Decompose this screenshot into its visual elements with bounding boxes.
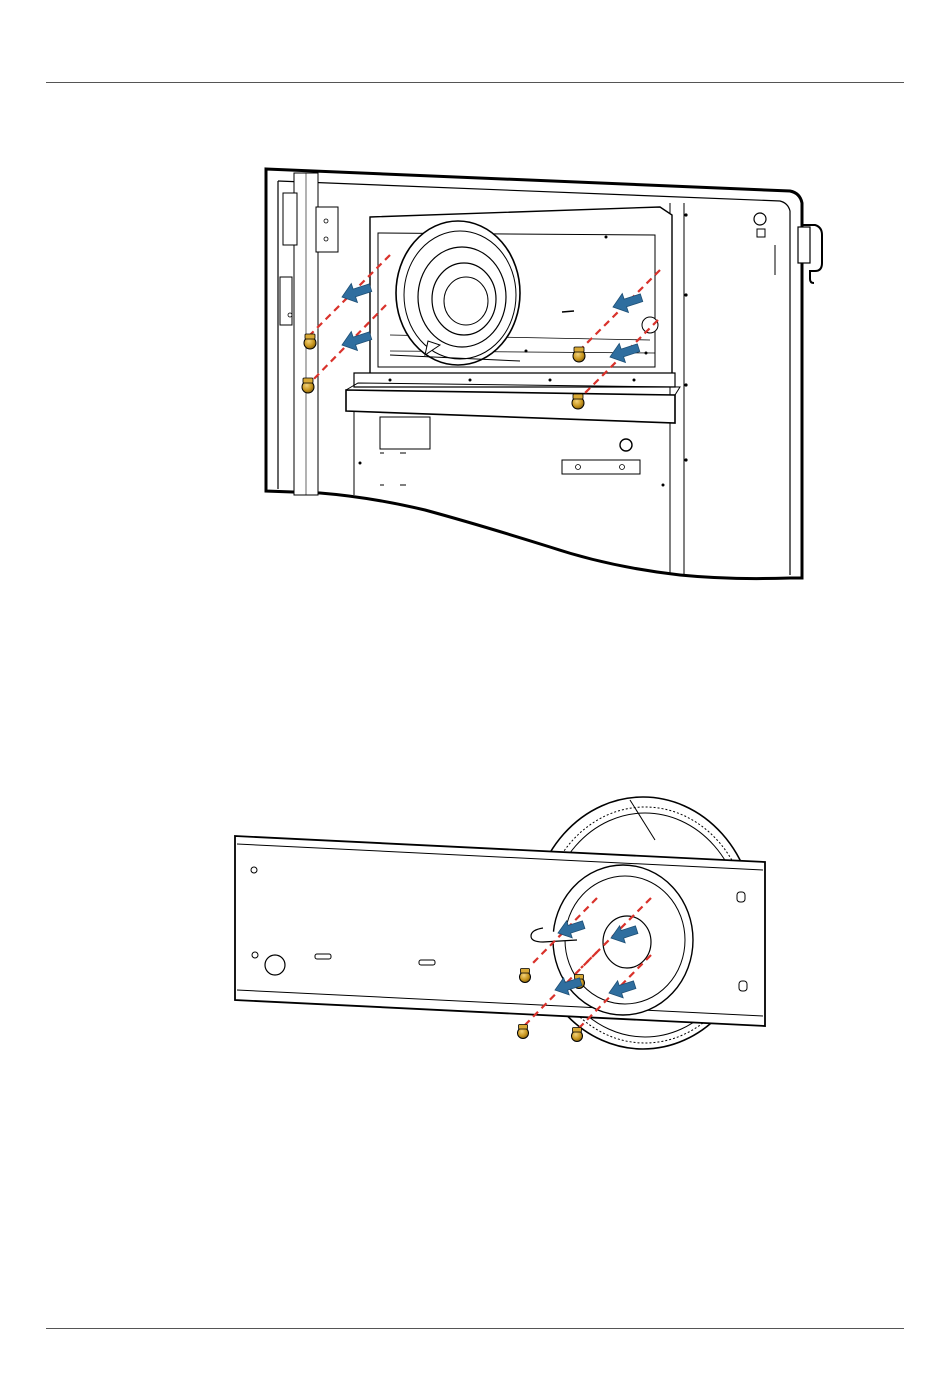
screw-icon — [520, 969, 531, 983]
screw-icon — [572, 394, 584, 409]
cabinet-illustration — [250, 155, 830, 595]
bracket-illustration — [225, 790, 785, 1050]
screw-icon — [518, 1025, 529, 1039]
figure-fan-bracket — [225, 790, 785, 1050]
screw-icon — [573, 347, 585, 362]
screw-icon — [304, 334, 316, 349]
footer-rule — [46, 1328, 904, 1329]
header-rule — [46, 82, 904, 83]
figure-fan-in-cabinet — [250, 155, 830, 595]
screw-icon — [302, 378, 314, 393]
screw-icon — [572, 1028, 583, 1042]
